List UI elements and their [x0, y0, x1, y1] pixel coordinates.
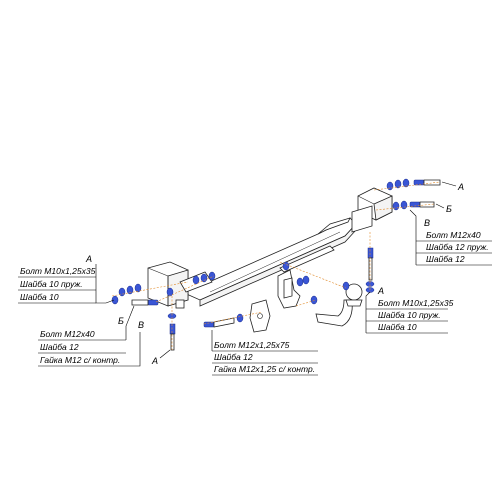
marker-right-a: А: [457, 182, 464, 192]
callout-line: Болт М10х1,25х35: [378, 298, 454, 308]
callout-line: Шайба 10: [20, 292, 59, 302]
callout-left-top: А Болт М10х1,25х35 Шайба 10 пруж. Шайба …: [18, 254, 115, 304]
callout-line: Болт М10х1,25х35: [20, 266, 96, 276]
right-bracket: [351, 187, 393, 233]
center-hanger: [277, 269, 301, 309]
callout-letter: А: [377, 286, 384, 296]
callout-line: Болт М12х40: [426, 230, 481, 240]
callout-line: Шайба 10 пруж.: [20, 279, 83, 289]
callout-line: Шайба 12: [426, 254, 465, 264]
callout-right-top: А Б: [435, 181, 464, 214]
callout-line: Болт М12х1,25х75: [214, 340, 290, 350]
marker-left-b: Б: [118, 316, 124, 326]
alignment-guides: [111, 181, 441, 350]
fasteners: [111, 178, 441, 351]
ball-neck: [315, 283, 363, 327]
callout-line: Гайка М12х1,25 с/ контр.: [214, 364, 315, 374]
callout-line: Шайба 10: [378, 322, 417, 332]
marker-right-b: Б: [446, 204, 452, 214]
callout-line: Шайба 12: [214, 352, 253, 362]
callout-line: Шайба 12: [40, 342, 79, 352]
callout-line: Шайба 10 пруж.: [378, 310, 441, 320]
callout-right-bottom: А Болт М10х1,25х35 Шайба 10 пруж. Шайба …: [365, 286, 454, 334]
callout-right-middle: В Болт М12х40 Шайба 12 пруж. Шайба 12: [409, 209, 492, 266]
marker-left-v: В: [138, 320, 144, 330]
crossbar: [180, 217, 357, 307]
callout-line: Болт М12х40: [40, 329, 95, 339]
socket-plate: [249, 299, 271, 333]
callout-line: Гайка М12 с/ контр.: [40, 355, 120, 365]
callout-letter: В: [424, 218, 430, 228]
marker-left-a: А: [151, 356, 158, 366]
callout-center-bottom: Болт М12х1,25х75 Шайба 12 Гайка М12х1,25…: [211, 330, 318, 376]
callout-left-bottom: Б В Болт М12х40 Шайба 12 Гайка М12 с/ ко…: [38, 305, 171, 367]
callout-line: Шайба 12 пруж.: [426, 242, 489, 252]
left-bracket: [147, 261, 213, 309]
callout-letter: А: [85, 254, 92, 264]
